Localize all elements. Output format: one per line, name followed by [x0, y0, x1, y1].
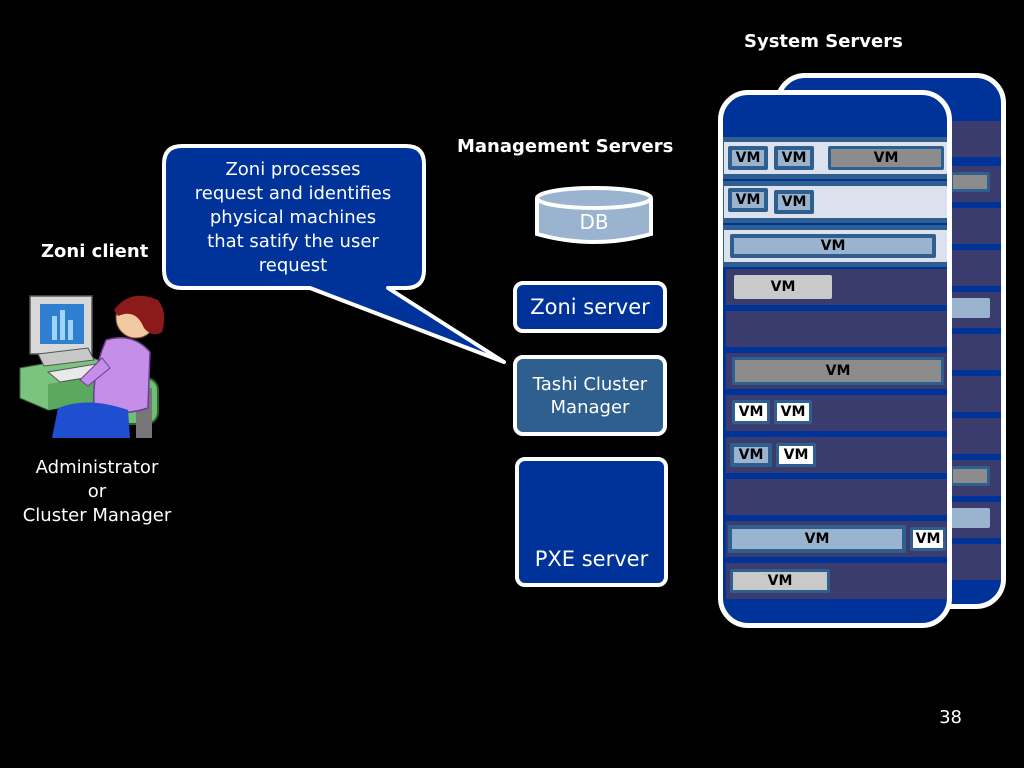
server-rack-front: VM VM VM VM VM VM VM VM VM VM VM VM VM V…	[718, 90, 952, 628]
vm: VM	[732, 400, 770, 424]
callout-text: Zoni processes request and identifies ph…	[176, 158, 410, 278]
callout-line-2: request and identifies	[194, 183, 392, 204]
actor-line-3: Cluster Manager	[22, 505, 172, 526]
zoni-server-box: Zoni server	[513, 281, 667, 333]
zoni-client-label: Zoni client	[41, 241, 149, 262]
pxe-server-box: PXE server	[515, 457, 668, 587]
rack-row: VM VM	[726, 395, 947, 431]
callout-line-4: that satify the user	[207, 231, 379, 252]
callout-line-3: physical machines	[209, 207, 377, 228]
rack-row: VM VM	[726, 437, 947, 473]
pxe-server-label: PXE server	[534, 547, 649, 571]
vm-slot	[950, 466, 990, 486]
management-servers-label: Management Servers	[457, 136, 674, 157]
system-servers-label: System Servers	[744, 31, 903, 52]
vm: VM	[774, 400, 812, 424]
tashi-line-1: Tashi Cluster	[532, 373, 648, 395]
actor-label: Administrator or Cluster Manager	[8, 456, 186, 528]
vm: VM	[728, 188, 768, 212]
vm: VM	[728, 146, 768, 170]
vm: VM	[774, 190, 814, 214]
rack-row-selected: VM VM VM	[723, 137, 947, 179]
rack-row-selected: VM VM	[723, 181, 947, 223]
vm: VM	[776, 443, 816, 467]
rack-row: VM	[726, 563, 947, 599]
rack-row: VM	[726, 353, 947, 389]
vm: VM	[910, 527, 946, 551]
vm-slot	[950, 172, 990, 192]
actor-line-1: Administrator	[35, 457, 159, 478]
zoni-server-label: Zoni server	[530, 295, 650, 319]
rack-row	[726, 311, 947, 347]
rack-row: VM VM	[726, 521, 947, 557]
rack-row	[726, 479, 947, 515]
tashi-cluster-manager-box: Tashi Cluster Manager	[513, 355, 667, 436]
vm: VM	[730, 234, 936, 258]
vm-slot	[950, 298, 990, 318]
admin-at-computer-icon	[19, 295, 165, 438]
vm: VM	[828, 146, 944, 170]
actor-line-2: or	[87, 481, 107, 502]
page-number: 38	[939, 707, 962, 728]
callout-line-5: request	[258, 255, 328, 276]
vm: VM	[728, 525, 906, 553]
tashi-line-2: Manager	[550, 396, 630, 418]
db-label: DB	[579, 210, 609, 234]
rack-row: VM	[726, 269, 947, 305]
rack-row-selected: VM	[723, 225, 947, 267]
db-cylinder-icon	[535, 186, 653, 244]
vm: VM	[774, 146, 814, 170]
vm: VM	[732, 357, 944, 385]
vm: VM	[730, 443, 772, 467]
vm: VM	[734, 275, 832, 299]
callout-bubble	[162, 144, 506, 364]
callout-line-1: Zoni processes	[225, 159, 361, 180]
vm-slot	[950, 508, 990, 528]
vm: VM	[730, 569, 830, 593]
